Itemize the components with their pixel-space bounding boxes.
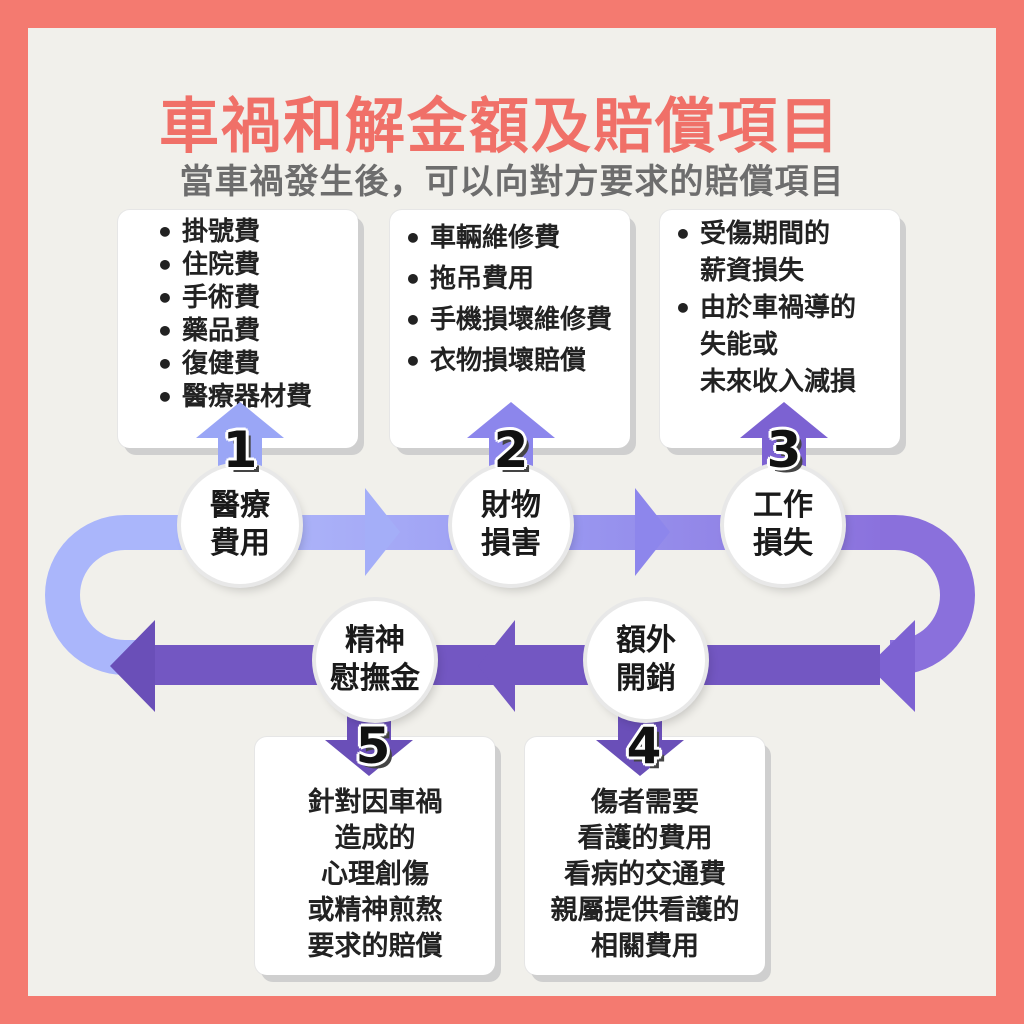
- list-item: 由於車禍導的 失能或 未來收入減損: [668, 290, 900, 401]
- connector-arrow-1: [196, 402, 284, 480]
- flow-arrow-right: [868, 620, 915, 712]
- page-subtitle: 當車禍發生後，可以向對方要求的賠償項目: [179, 162, 845, 202]
- category-circle-medical: 醫療 費用: [181, 466, 299, 584]
- step-number-2: 2: [493, 421, 529, 479]
- list-item: 手機損壞維修費: [398, 300, 630, 341]
- step-number-4: 4: [626, 717, 662, 775]
- flow-arrow-bottom-1: [478, 620, 515, 712]
- card-work-loss: 受傷期間的 薪資損失 由於車禍導的 失能或 未來收入減損: [660, 210, 900, 448]
- category-circle-consolation: 精神 慰撫金: [316, 601, 434, 719]
- step-number-3: 3: [766, 421, 802, 479]
- category-circle-property: 財物 損害: [452, 466, 570, 584]
- connector-arrow-3: [740, 402, 828, 480]
- flow-arrow-bottom-2: [110, 620, 155, 712]
- page-title: 車禍和解金額及賠償項目: [159, 92, 841, 162]
- flow-loop-left: [45, 515, 200, 675]
- step-number-1: 1: [222, 421, 258, 479]
- flow-arrow-top-1: [365, 488, 400, 576]
- category-circle-work: 工作 損失: [724, 466, 842, 584]
- list-item: 住院費: [150, 249, 358, 282]
- list-item: 受傷期間的 薪資損失: [668, 216, 900, 290]
- card-extra-expenses: 傷者需要 看護的費用 看病的交通費 親屬提供看護的 相關費用: [525, 737, 765, 975]
- flow-arrow-top-2: [635, 488, 670, 576]
- connector-arrow-2: [467, 402, 555, 480]
- list-item: 車輛維修費: [398, 218, 630, 259]
- card-text: 針對因車禍 造成的 心理創傷 或精神煎熬 要求的賠償: [307, 787, 443, 962]
- list-item: 衣物損壞賠償: [398, 341, 630, 382]
- step-number-5: 5: [355, 717, 391, 775]
- list-item: 藥品費: [150, 315, 358, 348]
- list-item: 醫療器材費: [150, 381, 358, 414]
- flow-loop-right: [880, 515, 975, 675]
- list-item: 復健費: [150, 348, 358, 381]
- category-circle-extra: 額外 開銷: [587, 601, 705, 719]
- list-item: 拖吊費用: [398, 259, 630, 300]
- list-item: 手術費: [150, 282, 358, 315]
- card-text: 傷者需要 看護的費用 看病的交通費 親屬提供看護的 相關費用: [550, 787, 740, 962]
- card-consolation: 針對因車禍 造成的 心理創傷 或精神煎熬 要求的賠償: [255, 737, 495, 975]
- list-item: 掛號費: [150, 216, 358, 249]
